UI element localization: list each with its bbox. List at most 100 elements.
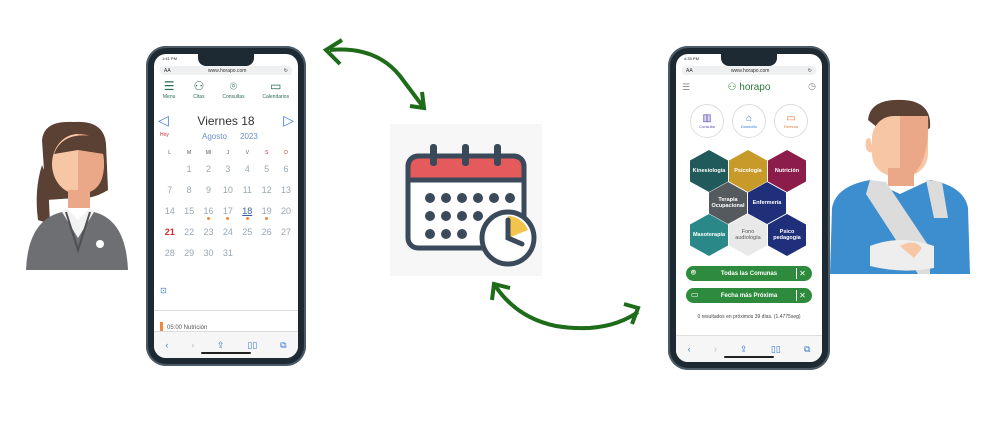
menu-icon[interactable]: ☰	[682, 82, 691, 92]
week-row: 1 2 3 4 5 6	[160, 158, 296, 179]
bookmarks-icon[interactable]: ▯▯	[247, 339, 258, 350]
lock-icon: ⊡	[160, 286, 167, 295]
month-selector: Hoy Agosto 2023	[154, 132, 298, 142]
day-cell[interactable]: 31	[222, 247, 233, 258]
share-icon[interactable]: ⇪	[217, 339, 225, 350]
day-cell[interactable]: 12	[261, 184, 272, 195]
today-link[interactable]: Hoy	[160, 132, 169, 138]
day-cell[interactable]: 26	[261, 226, 272, 237]
day-cell[interactable]: 9	[205, 184, 211, 195]
day-cell[interactable]: 2	[205, 163, 211, 174]
next-day-button[interactable]: ▷	[283, 112, 294, 128]
weekday: D	[284, 150, 288, 156]
reload-icon[interactable]: ↻	[807, 67, 812, 74]
right-phone-screen: 4:33 PM AA www.horapo.com ↻ ☰ ⚇ horapo ◷…	[676, 54, 822, 362]
day-cell[interactable]: 22	[184, 226, 195, 237]
selected-day-cell[interactable]: 18	[238, 206, 257, 220]
nav-item-citas[interactable]: ⚇Citas	[193, 80, 204, 108]
bookmarks-icon[interactable]: ▯▯	[770, 343, 781, 354]
day-cell[interactable]: 1	[186, 163, 192, 174]
day-cell[interactable]: 24	[222, 226, 233, 237]
day-cell[interactable]: 27	[281, 226, 292, 237]
day-cell[interactable]: 30	[203, 247, 214, 258]
day-cell[interactable]: 11	[242, 184, 252, 195]
clear-date-icon[interactable]: ✕	[796, 290, 808, 301]
notch	[198, 54, 254, 66]
divider	[154, 310, 298, 311]
status-bar: 4:33 PM	[676, 54, 822, 64]
history-icon[interactable]: ◷	[808, 81, 816, 91]
day-cell[interactable]: 29	[184, 247, 195, 258]
nav-item-calendarios[interactable]: ▭Calendarios	[262, 80, 289, 108]
sync-arrow-bottom	[490, 281, 641, 331]
day-cell[interactable]: 15	[184, 205, 195, 216]
day-cell[interactable]: 19	[257, 206, 276, 220]
forward-icon[interactable]: ›	[713, 344, 717, 354]
address-bar[interactable]: AA www.horapo.com ↻	[682, 66, 816, 75]
share-icon[interactable]: ⇪	[740, 343, 748, 354]
video-icon: ▭	[786, 113, 796, 124]
nav-label: Consultas	[222, 94, 245, 100]
notch	[721, 54, 777, 66]
brand-name: horapo	[739, 82, 771, 93]
doctor-avatar	[26, 121, 128, 270]
mode-domicilio[interactable]: ⌂Domicilio	[732, 104, 766, 138]
tabs-icon[interactable]: ⧉	[280, 339, 287, 350]
week-row: 7 8 9 10 11 12 13	[160, 179, 296, 200]
appointment-item[interactable]: 05:00 Nutrición	[160, 322, 292, 334]
text-size-button[interactable]: AA	[164, 67, 171, 74]
location-filter[interactable]: ⌾ Todas las Comunas ✕	[686, 266, 812, 281]
today-day-cell[interactable]: 21	[164, 226, 175, 237]
month-label[interactable]: Agosto	[202, 132, 227, 141]
day-cell[interactable]: 25	[242, 226, 253, 237]
day-cell[interactable]: 20	[281, 205, 292, 216]
day-cell[interactable]: 8	[186, 184, 192, 195]
date-filter[interactable]: ▭ Fecha más Próxima ✕	[686, 288, 812, 303]
day-cell[interactable]: 4	[244, 163, 250, 174]
text-size-button[interactable]: AA	[686, 67, 693, 74]
mode-consulta[interactable]: ▥Consulta	[690, 104, 724, 138]
weekday: J	[226, 150, 230, 156]
weekday: MI	[205, 150, 212, 156]
calendar-icon: ▭	[691, 290, 699, 299]
year-label[interactable]: 2023	[240, 132, 258, 141]
weekday: M	[187, 150, 192, 156]
weekday: V	[245, 150, 249, 156]
back-icon[interactable]: ‹	[687, 344, 691, 354]
reload-icon[interactable]: ↻	[283, 67, 288, 74]
prev-day-button[interactable]: ◁	[158, 112, 169, 128]
menu-icon: ☰	[163, 79, 175, 93]
day-cell[interactable]: 5	[264, 163, 270, 174]
url-text: www.horapo.com	[208, 67, 247, 74]
nav-item-menu[interactable]: ☰Menu	[163, 80, 176, 108]
date-filter-label: Fecha más Próxima	[720, 292, 778, 299]
specialty-nutricion[interactable]: Nutrición	[768, 150, 806, 192]
forward-icon[interactable]: ›	[191, 340, 195, 350]
day-cell[interactable]: 17	[218, 206, 237, 220]
day-cell[interactable]: 28	[164, 247, 175, 258]
day-cell[interactable]: 23	[203, 226, 214, 237]
day-cell[interactable]: 7	[167, 184, 173, 195]
mode-remota[interactable]: ▭Remota	[774, 104, 808, 138]
home-indicator	[201, 352, 251, 354]
day-cell[interactable]: 10	[222, 184, 233, 195]
status-time: 1:41 PM	[162, 56, 177, 61]
tabs-icon[interactable]: ⧉	[803, 343, 811, 354]
specialty-psicopedagogia[interactable]: Psico pedagogía	[768, 214, 806, 256]
back-icon[interactable]: ‹	[165, 340, 169, 350]
day-cell[interactable]: 14	[164, 205, 175, 216]
people-icon: ⚇	[193, 79, 205, 93]
weekday-row: L M MI J V S D	[160, 148, 296, 158]
status-bar: 1:41 PM	[154, 54, 298, 64]
address-bar[interactable]: AA www.horapo.com ↻	[160, 66, 292, 75]
day-cell[interactable]: 16	[199, 206, 218, 220]
browser-toolbar: ‹ › ⇪ ▯▯ ⧉	[154, 331, 298, 358]
day-cell[interactable]: 13	[281, 184, 292, 195]
status-time: 4:33 PM	[684, 56, 699, 61]
clear-location-icon[interactable]: ✕	[796, 268, 808, 279]
calendar-grid: L M MI J V S D 1 2 3 4 5 6 7 8 9 10	[160, 148, 296, 263]
day-cell[interactable]: 6	[283, 163, 289, 174]
mode-label: Remota	[783, 124, 798, 129]
day-cell[interactable]: 3	[225, 163, 231, 174]
nav-item-consultas[interactable]: ⌾Consultas	[222, 80, 244, 108]
